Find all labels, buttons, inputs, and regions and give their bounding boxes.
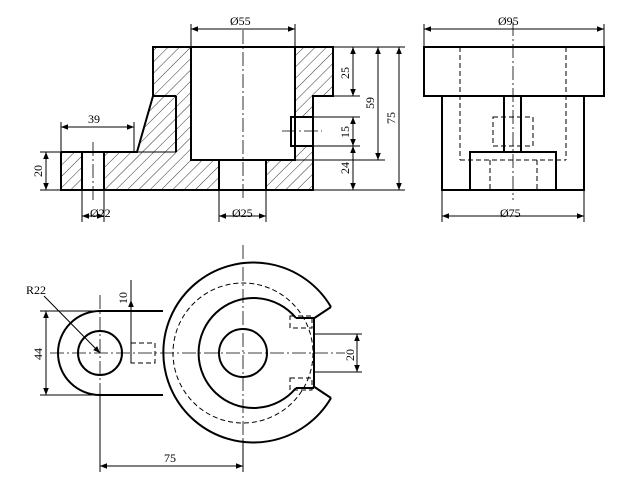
dim-front-left-width: 39 — [88, 112, 100, 126]
front-outline — [60, 46, 334, 191]
front-bore — [190, 47, 220, 190]
dim-plan-slot-20: 20 — [343, 349, 357, 361]
front-left-foot-section-b — [104, 152, 125, 190]
front-view — [60, 30, 334, 200]
side-view — [423, 22, 605, 200]
front-right-wall-section — [295, 47, 333, 117]
dim-front-top-bore: Ø55 — [230, 14, 251, 28]
plan-dimensions: R22 10 44 20 75 — [26, 280, 362, 472]
front-dimensions: Ø55 39 20 Ø22 Ø25 25 15 24 — [31, 14, 405, 222]
side-top-block — [423, 46, 605, 97]
plan-view — [50, 245, 345, 460]
side-dimensions: Ø95 Ø75 — [423, 14, 605, 222]
dim-plan-height-44: 44 — [31, 348, 45, 360]
dim-front-height-24: 24 — [338, 162, 352, 174]
dim-front-slot-15: 15 — [338, 126, 352, 138]
dim-front-small-hole: Ø22 — [90, 206, 111, 220]
dim-plan-distance-75: 75 — [164, 451, 176, 465]
dim-side-top-width: Ø95 — [498, 14, 519, 28]
front-left-wall-section — [125, 47, 219, 190]
dim-side-bottom-width: Ø75 — [500, 206, 521, 220]
front-left-foot-section-a — [61, 152, 82, 190]
dim-front-height-59: 59 — [363, 97, 377, 109]
plan-outer-rim — [162, 261, 332, 444]
front-slot — [290, 116, 314, 147]
dim-front-left-height: 20 — [31, 165, 45, 177]
dim-plan-radius: R22 — [26, 283, 46, 297]
dim-front-height-75: 75 — [384, 112, 398, 124]
dim-front-height-25: 25 — [338, 67, 352, 79]
front-bore-right — [265, 47, 296, 190]
front-right-lower-section — [266, 146, 313, 190]
dim-front-bottom-bore: Ø25 — [232, 206, 253, 220]
dim-plan-width-10: 10 — [116, 292, 130, 304]
